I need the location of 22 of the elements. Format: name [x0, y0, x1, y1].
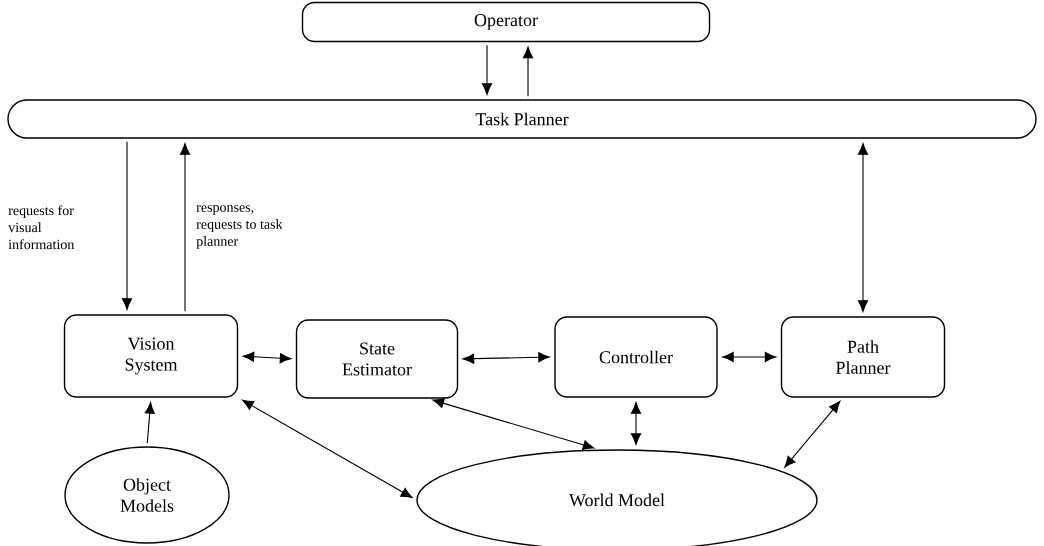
- edge-label: responses, requests to task planner: [196, 205, 283, 249]
- arrow: [462, 352, 550, 364]
- process-box: Vision System: [63, 314, 239, 398]
- process-box: Controller: [554, 316, 718, 398]
- process-band: Task Planner: [7, 99, 1037, 139]
- arrow: [523, 46, 534, 97]
- arrow: [242, 351, 292, 364]
- arrow: [630, 402, 642, 445]
- arrow: [432, 398, 595, 450]
- arrow: [144, 402, 155, 444]
- arrow: [722, 351, 777, 363]
- arrow: [481, 44, 493, 95]
- ellipse-node: Object Models: [64, 446, 230, 544]
- arrow: [242, 399, 413, 499]
- edge-label: requests for visual information: [8, 205, 75, 250]
- arrow: [784, 401, 841, 468]
- process-box: Path Planner: [780, 316, 946, 398]
- process-box: Operator: [301, 1, 711, 43]
- arrow: [180, 143, 191, 312]
- process-box: State Estimator: [295, 319, 459, 399]
- arrow: [122, 141, 133, 310]
- arrow: [857, 143, 869, 312]
